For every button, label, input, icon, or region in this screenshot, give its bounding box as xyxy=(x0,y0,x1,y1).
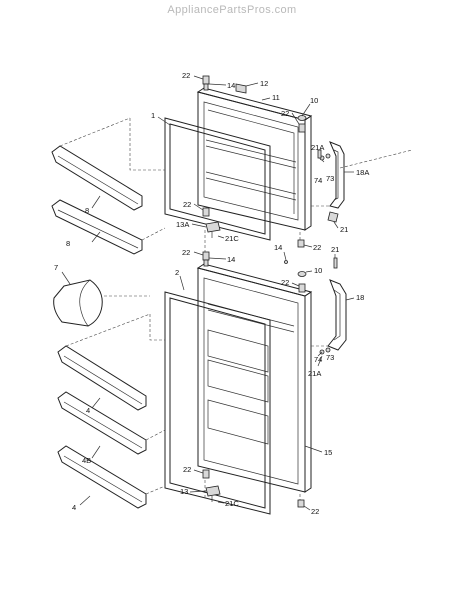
freezer-door-gasket xyxy=(164,117,271,241)
callout-12: 12 xyxy=(260,79,268,88)
shelf-4-lower xyxy=(57,445,166,509)
callout-21A: 21A xyxy=(311,143,324,152)
callout-21C: 21C xyxy=(225,499,239,508)
fresh-food-door-gasket xyxy=(164,291,271,515)
callout-13: 13 xyxy=(180,487,188,496)
callout-22: 22 xyxy=(183,465,191,474)
callout-15: 15 xyxy=(324,448,332,457)
callout-21C: 21C xyxy=(225,234,239,243)
callout-22: 22 xyxy=(182,248,190,257)
callout-73: 73 xyxy=(326,174,334,183)
callout-22: 22 xyxy=(183,200,191,209)
callout-1: 1 xyxy=(151,111,155,120)
callout-8: 8 xyxy=(66,239,70,248)
callout-14: 14 xyxy=(227,81,235,90)
callout-labels: 22 14 12 11 1 10 22 21A 74 73 18A 8 8 22… xyxy=(54,71,369,516)
fresh-food-door-panel xyxy=(196,263,313,493)
callout-74: 74 xyxy=(314,355,322,364)
callout-8: 8 xyxy=(85,206,89,215)
callout-11: 11 xyxy=(272,93,280,102)
callout-10: 10 xyxy=(314,266,322,275)
callout-21: 21 xyxy=(340,225,348,234)
callout-4B: 4B xyxy=(82,456,91,465)
callout-18A: 18A xyxy=(356,168,369,177)
watermark: AppliancePartsPros.com xyxy=(167,4,297,16)
leader-lines xyxy=(61,75,355,511)
callout-10: 10 xyxy=(310,96,318,105)
hardware-parts xyxy=(202,75,339,508)
shelf-8-upper xyxy=(51,117,143,211)
callout-21: 21 xyxy=(331,245,339,254)
callout-22: 22 xyxy=(313,243,321,252)
callout-73: 73 xyxy=(326,353,334,362)
fresh-food-door-handle xyxy=(327,279,347,351)
freezer-door-panel xyxy=(196,87,313,231)
callout-14: 14 xyxy=(274,243,282,252)
part-22-top-cap xyxy=(202,75,210,85)
part-12-label xyxy=(235,83,247,94)
shelf-4-upper xyxy=(57,313,151,411)
freezer-door-handle xyxy=(329,141,345,209)
callout-74: 74 xyxy=(314,176,322,185)
callout-13A: 13A xyxy=(176,220,189,229)
callout-14: 14 xyxy=(227,255,235,264)
shelf-8-lower xyxy=(51,199,166,255)
callout-21A: 21A xyxy=(308,369,321,378)
dairy-compartment-cover xyxy=(53,279,103,327)
callout-22: 22 xyxy=(311,507,319,516)
shelf-4B xyxy=(57,391,166,455)
callout-18: 18 xyxy=(356,293,364,302)
callout-4: 4 xyxy=(86,406,90,415)
callout-7: 7 xyxy=(54,263,58,272)
callout-2: 2 xyxy=(175,268,179,277)
callout-22: 22 xyxy=(281,109,289,118)
callout-22: 22 xyxy=(182,71,190,80)
callout-4: 4 xyxy=(72,503,76,512)
callout-22: 22 xyxy=(281,278,289,287)
